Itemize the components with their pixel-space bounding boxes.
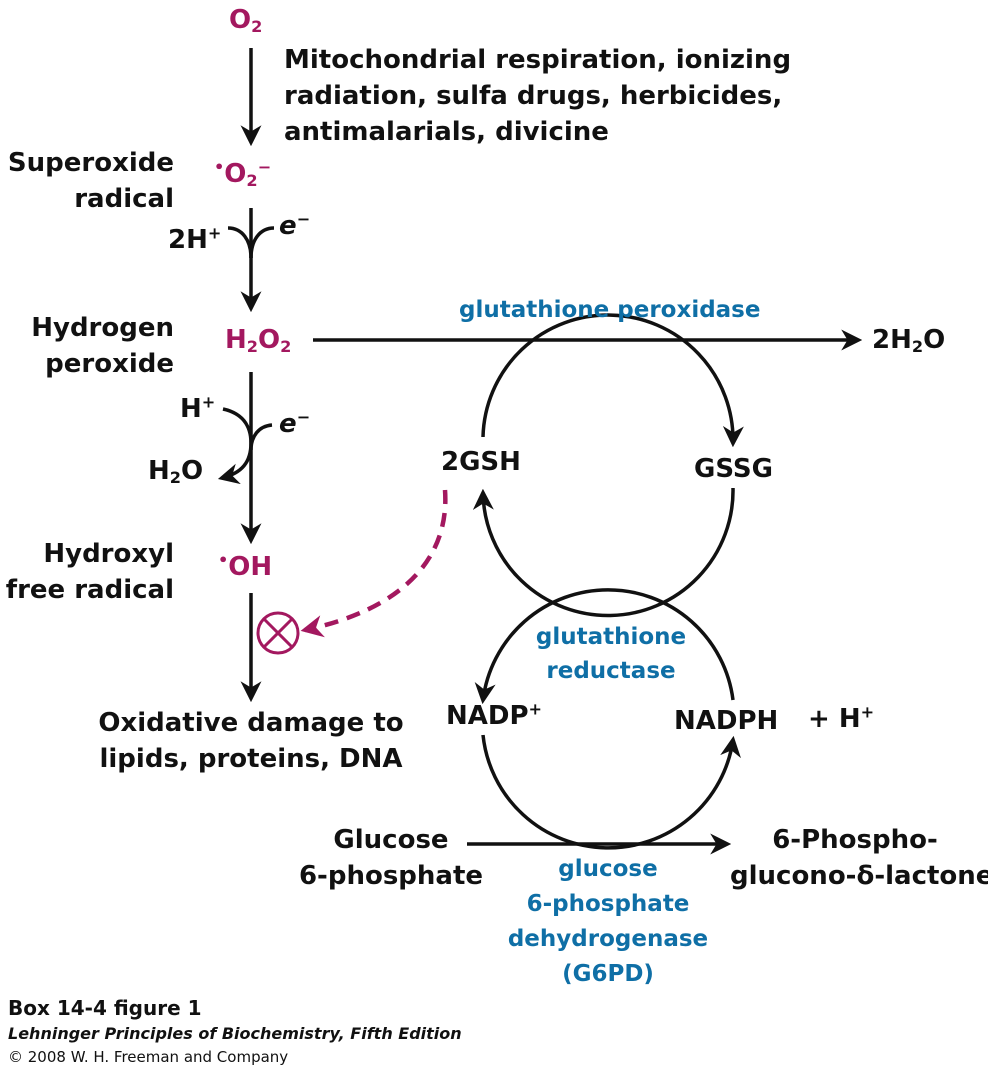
label-line: Glucose [333, 825, 449, 855]
label-line: glucono-δ-lactone [730, 861, 988, 891]
curve-2h-in [227, 226, 253, 259]
ros-sources: Mitochondrial respiration, ionizing radi… [284, 42, 791, 150]
nadph: NADPH [674, 706, 779, 736]
curve-e-in [249, 226, 275, 259]
proton-2h: 2H+ [168, 223, 222, 255]
label-line: 6-Phospho- [772, 825, 938, 855]
glutathione-reductase: glutathione reductase [516, 620, 706, 688]
hydroxyl-name: Hydroxyl free radical [6, 536, 174, 608]
copyright: © 2008 W. H. Freeman and Company [8, 1048, 289, 1066]
glutathione-peroxidase: glutathione peroxidase [459, 297, 761, 323]
water-product-1: H2O [148, 456, 204, 488]
superoxide-name: Superoxide radical [8, 145, 174, 217]
proton-h: H+ [180, 392, 216, 424]
water-product-2: 2H2O [872, 325, 946, 357]
nadp-plus: NADP+ [446, 699, 543, 731]
peroxide-name: Hydrogen peroxide [31, 310, 174, 382]
oxidized-glutathione: GSSG [694, 454, 773, 484]
label-line: Hydrogen [31, 313, 174, 343]
cycle-nadph-to-nadp [474, 588, 735, 705]
source-line: radiation, sulfa drugs, herbicides, [284, 81, 783, 111]
label-line: 6-phosphate [526, 891, 690, 917]
label-line: Oxidative damage to [98, 708, 404, 738]
book-title: Lehninger Principles of Biochemistry, Fi… [8, 1024, 462, 1043]
source-line: antimalarials, divicine [284, 117, 609, 147]
cycle-gsh-to-gssg [481, 313, 744, 448]
label-line: Superoxide [7, 148, 174, 178]
glucose-6-phosphate: Glucose 6-phosphate [296, 822, 486, 894]
g6pd-enzyme: glucose 6-phosphate dehydrogenase (G6PD) [490, 852, 726, 992]
curve-e-in-2 [249, 423, 273, 451]
label-line: glucose [558, 856, 658, 882]
label-line: lipids, proteins, DNA [99, 744, 403, 774]
label-line: reductase [546, 658, 676, 684]
electron-1: e− [279, 209, 311, 241]
oxidative-damage: Oxidative damage to lipids, proteins, DN… [96, 705, 406, 777]
circle-x-icon [256, 611, 300, 655]
label-line: radical [74, 184, 174, 214]
label-line: dehydrogenase [507, 926, 709, 952]
label-line: free radical [5, 575, 174, 605]
dashed-inhibition-arrow [300, 489, 448, 638]
electron-2: e− [279, 407, 311, 439]
label-line: 6-phosphate [298, 861, 484, 891]
label-line: peroxide [45, 349, 174, 379]
label-line: Hydroxyl [43, 539, 174, 569]
peroxide-formula: H2O2 [225, 325, 292, 357]
label-line: (G6PD) [562, 961, 654, 987]
hydroxyl-formula: •OH [218, 550, 273, 582]
superoxide-formula: •O2− [214, 157, 272, 191]
curve-h-in-water-out [217, 407, 253, 485]
proton-extra: + H+ [808, 702, 875, 734]
reduced-glutathione: 2GSH [441, 447, 521, 477]
figure-title: Box 14-4 figure 1 [8, 996, 202, 1020]
source-line: Mitochondrial respiration, ionizing [284, 45, 792, 75]
cycle-gssg-to-gsh [472, 487, 735, 618]
phosphogluconolactone: 6-Phospho- glucono-δ-lactone [730, 822, 988, 894]
label-line: glutathione [535, 624, 687, 650]
cycle-nadp-to-nadph [481, 734, 741, 850]
oxygen-label: O2 [229, 5, 263, 37]
